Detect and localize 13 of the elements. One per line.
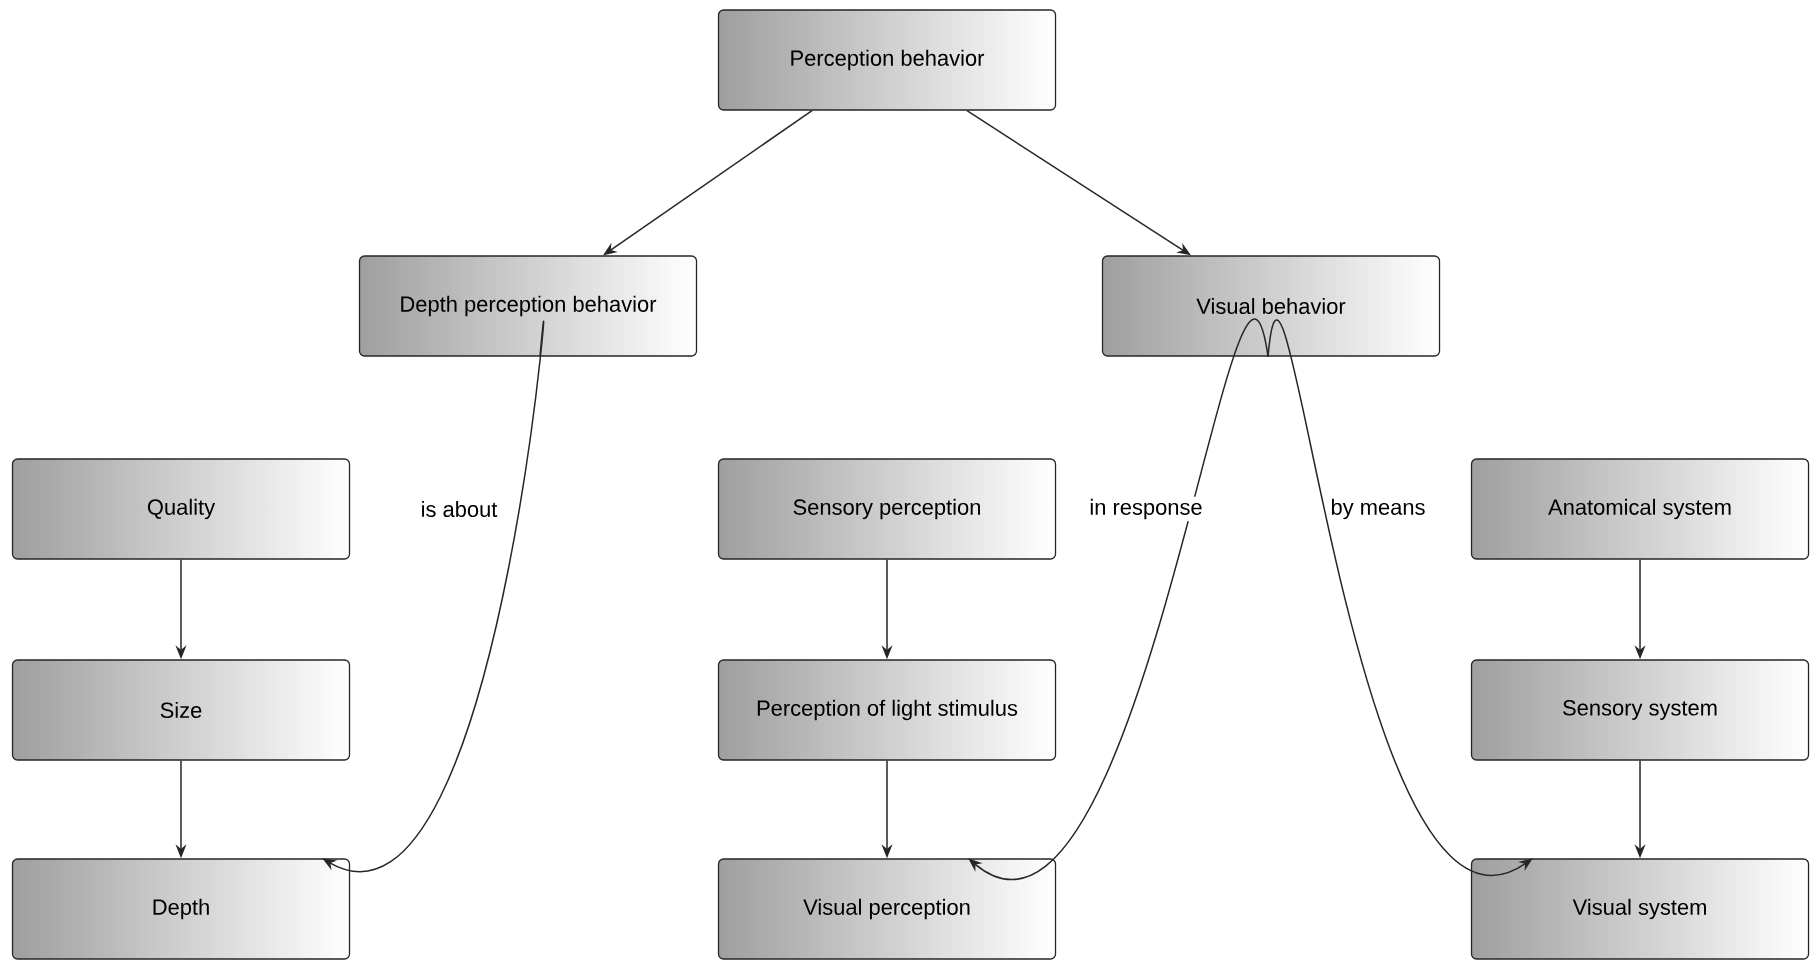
- process-box: Visual system: [1470, 858, 1810, 960]
- process-box: Depth: [11, 858, 351, 960]
- process-box: Visual perception: [717, 858, 1057, 960]
- process-box: Anatomical system: [1470, 458, 1810, 560]
- process-box: Depth perception behavior: [358, 255, 698, 357]
- process-box: Visual behavior: [1101, 255, 1441, 357]
- edge-label: by means: [1328, 496, 1428, 522]
- process-box: Perception of light stimulus: [717, 659, 1057, 761]
- process-box: Size: [11, 659, 351, 761]
- process-box: Quality: [11, 458, 351, 560]
- process-box: Sensory system: [1470, 659, 1810, 761]
- process-box: Sensory perception: [717, 458, 1057, 560]
- process-box: Perception behavior: [717, 9, 1057, 111]
